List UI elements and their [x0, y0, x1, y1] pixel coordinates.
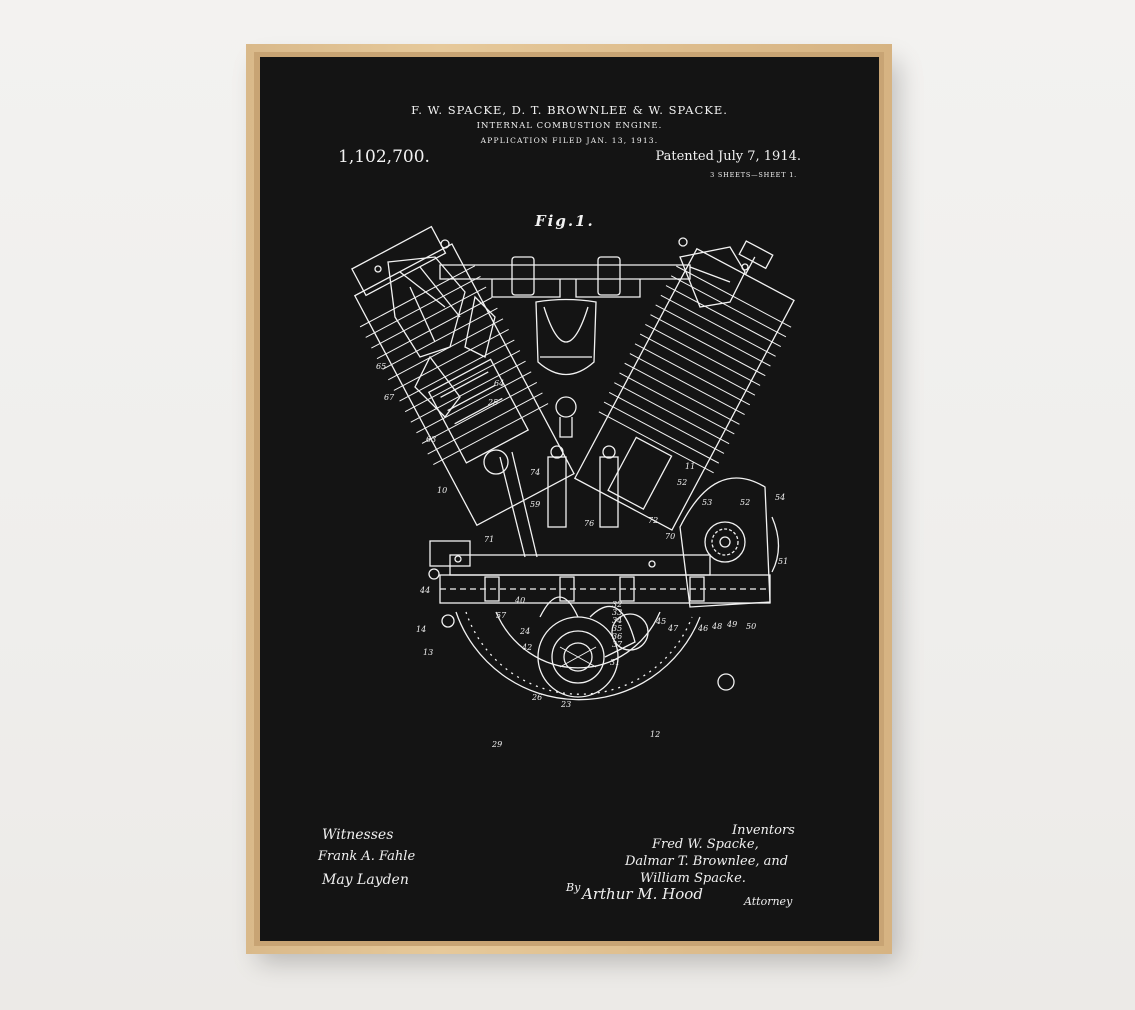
svg-text:70: 70 — [665, 532, 675, 541]
crankcase-section — [429, 540, 771, 604]
svg-text:35: 35 — [612, 624, 622, 633]
attorney-label: Attorney — [744, 895, 793, 908]
witness-signature-2: May Layden — [322, 872, 409, 888]
inventors-line: F. W. SPACKE, D. T. BROWNLEE & W. SPACKE… — [411, 103, 728, 117]
svg-text:46: 46 — [697, 624, 708, 633]
svg-text:31: 31 — [610, 658, 620, 667]
svg-text:49: 49 — [726, 620, 737, 629]
svg-text:72: 72 — [648, 516, 658, 525]
inventor-signature-2: Dalmar T. Brownlee, and — [625, 854, 789, 869]
svg-text:37: 37 — [612, 640, 623, 649]
engine-drawing: 65 67 10 64 63 25 74 71 59 76 70 72 11 5… — [351, 225, 795, 749]
svg-text:14: 14 — [416, 625, 426, 634]
svg-text:26: 26 — [531, 693, 542, 702]
svg-text:34: 34 — [612, 616, 622, 625]
svg-text:48: 48 — [711, 622, 722, 631]
figure-label: Fig.1. — [535, 212, 595, 230]
witness-signature-1: Frank A. Fahle — [318, 849, 416, 864]
attorney-signature: Arthur M. Hood — [582, 885, 703, 903]
timing-housing — [679, 477, 780, 608]
svg-text:51: 51 — [778, 557, 788, 566]
svg-text:59: 59 — [530, 500, 540, 509]
svg-text:52: 52 — [740, 498, 750, 507]
svg-text:50: 50 — [746, 622, 756, 631]
svg-text:63: 63 — [426, 435, 436, 444]
svg-text:36: 36 — [612, 632, 622, 641]
svg-text:76: 76 — [584, 519, 594, 528]
svg-text:32: 32 — [612, 600, 622, 609]
svg-text:23: 23 — [560, 700, 571, 709]
sheets-line: 3 SHEETS—SHEET 1. — [710, 171, 797, 179]
svg-text:10: 10 — [437, 486, 447, 495]
by-label: By — [566, 881, 581, 894]
svg-text:29: 29 — [491, 740, 502, 749]
svg-text:52: 52 — [677, 478, 687, 487]
reference-numerals: 65 67 10 64 63 25 74 71 59 76 70 72 11 5… — [376, 362, 788, 749]
patent-title: INTERNAL COMBUSTION ENGINE. — [476, 121, 663, 131]
svg-text:42: 42 — [521, 643, 532, 652]
flywheel — [455, 596, 701, 701]
svg-text:67: 67 — [384, 393, 395, 402]
inventor-signature-1: Fred W. Spacke, — [652, 837, 759, 852]
svg-text:44: 44 — [419, 586, 430, 595]
svg-text:57: 57 — [496, 611, 507, 620]
inventors-label: Inventors — [732, 823, 795, 838]
svg-text:25: 25 — [487, 398, 498, 407]
svg-text:12: 12 — [650, 730, 660, 739]
svg-text:11: 11 — [685, 462, 695, 471]
svg-text:53: 53 — [702, 498, 712, 507]
application-line: APPLICATION FILED JAN. 13, 1913. — [480, 136, 659, 145]
patent-date: Patented July 7, 1914. — [655, 149, 801, 164]
svg-text:45: 45 — [655, 617, 666, 626]
svg-text:71: 71 — [484, 535, 494, 544]
svg-text:74: 74 — [530, 468, 540, 477]
svg-text:13: 13 — [423, 648, 433, 657]
witnesses-label: Witnesses — [322, 827, 394, 843]
svg-text:64: 64 — [494, 379, 504, 388]
svg-text:24: 24 — [519, 627, 530, 636]
svg-text:33: 33 — [612, 608, 622, 617]
right-cylinder — [573, 240, 795, 531]
svg-text:54: 54 — [775, 493, 785, 502]
patent-print: F. W. SPACKE, D. T. BROWNLEE & W. SPACKE… — [260, 57, 879, 941]
svg-text:65: 65 — [376, 362, 386, 371]
bolts — [428, 568, 735, 691]
inventor-signature-3: William Spacke. — [640, 871, 746, 886]
patent-number: 1,102,700. — [338, 147, 430, 167]
svg-text:47: 47 — [667, 624, 679, 633]
left-cylinder — [351, 225, 575, 527]
svg-text:40: 40 — [514, 596, 525, 605]
valve-tappets — [483, 445, 619, 558]
intake-manifold — [374, 237, 749, 298]
carburetor — [535, 298, 597, 438]
left-valve-gear — [387, 256, 496, 418]
right-exhaust — [679, 246, 746, 308]
